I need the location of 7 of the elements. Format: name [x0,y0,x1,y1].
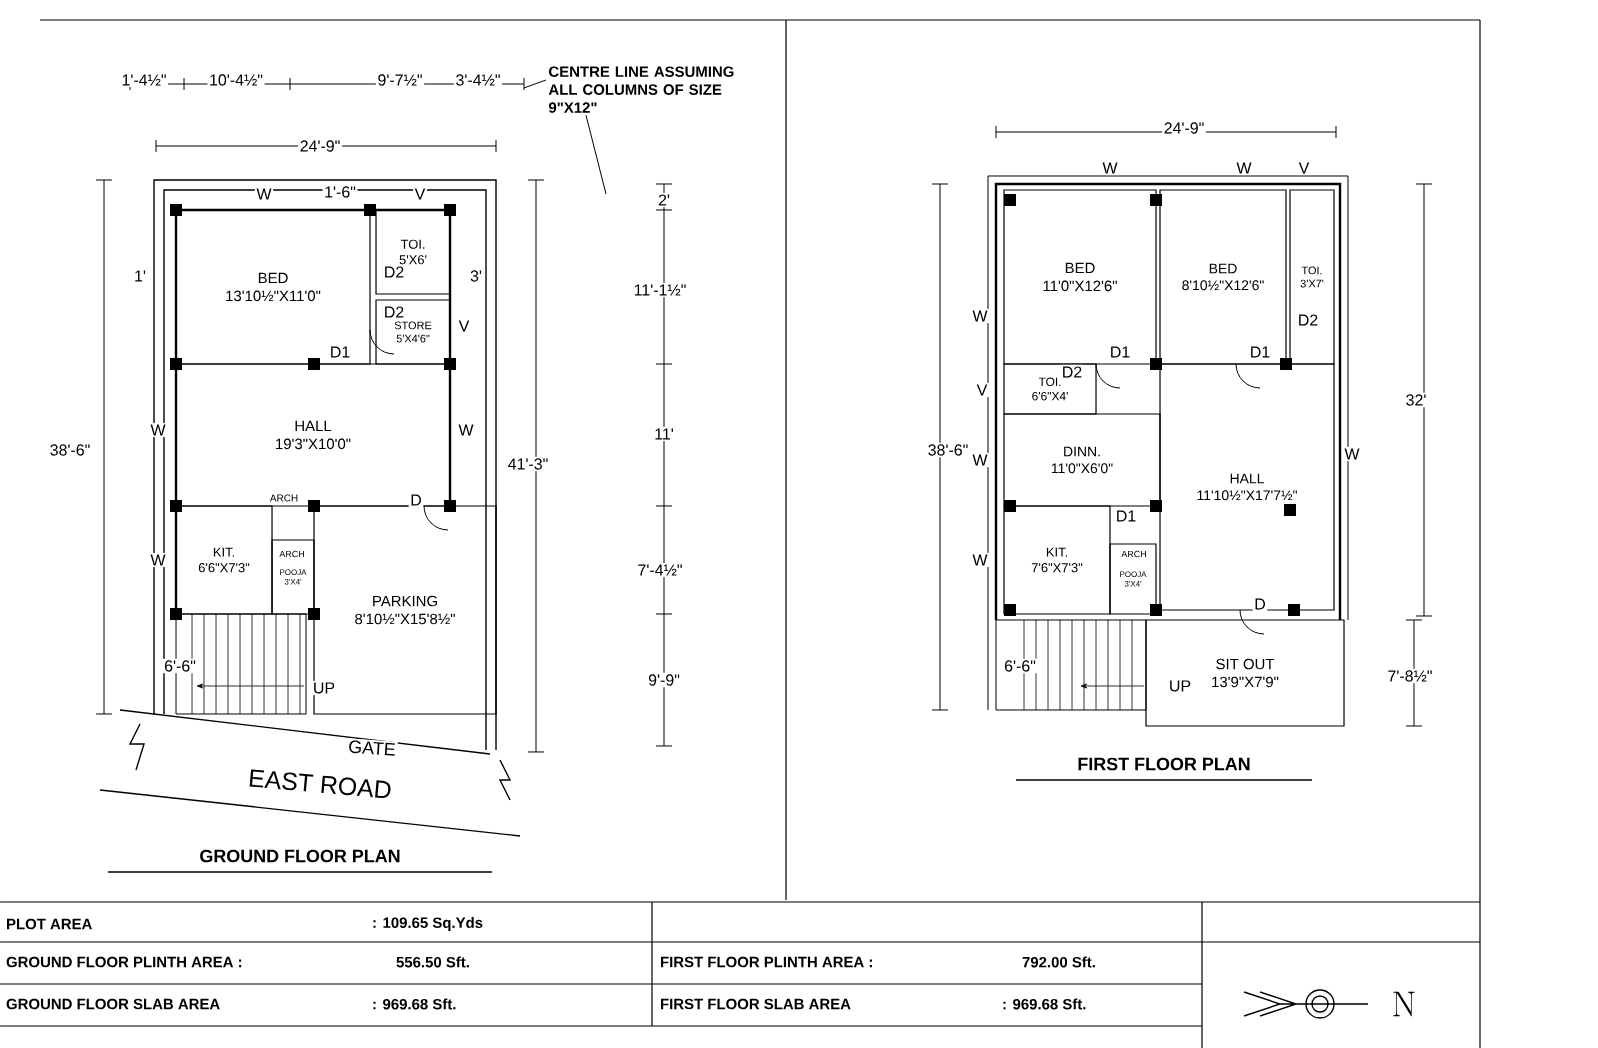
plan-title: GROUND FLOOR PLAN [107,848,493,873]
dimension-label: GATE [346,738,398,758]
leader-line [585,114,607,195]
road-label: EAST ROAD [245,767,395,801]
plan-title: FIRST FLOOR PLAN [1015,756,1313,781]
leader-line [523,79,547,89]
north-label: N [1393,991,1415,1017]
